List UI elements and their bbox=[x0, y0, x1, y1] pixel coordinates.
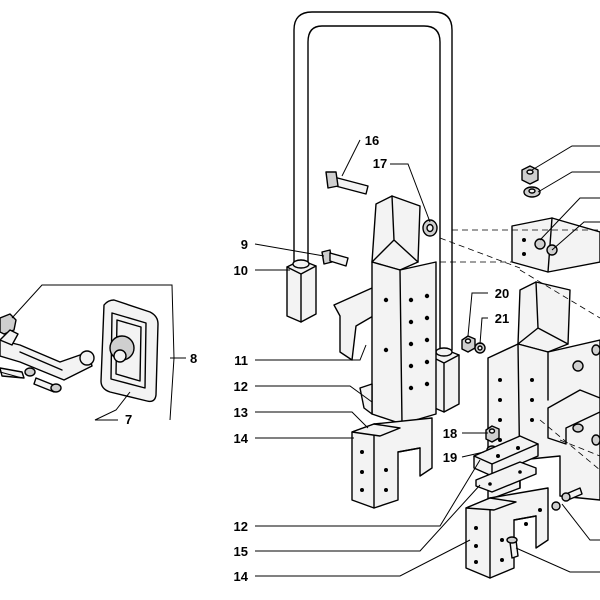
callout-9: 9 bbox=[241, 237, 248, 252]
callout-7: 7 bbox=[125, 412, 132, 427]
callout-17: 17 bbox=[373, 156, 387, 171]
nut-17 bbox=[422, 219, 438, 237]
mirror-assembly bbox=[0, 284, 186, 421]
callout-18: 18 bbox=[443, 426, 457, 441]
callout-16: 16 bbox=[365, 133, 379, 148]
bolts-bottom-right bbox=[506, 487, 583, 559]
clamp-plate-15 bbox=[475, 461, 537, 493]
nut-18 bbox=[485, 425, 500, 443]
bolt-9 bbox=[321, 249, 349, 267]
arm-joint bbox=[79, 350, 95, 366]
callout-14-upper: 14 bbox=[234, 431, 249, 446]
callout-13: 13 bbox=[234, 405, 248, 420]
u-bracket-right bbox=[465, 487, 549, 579]
arm-nut bbox=[0, 313, 17, 335]
callout-15: 15 bbox=[234, 544, 248, 559]
clamp-plate-12 bbox=[473, 435, 539, 477]
vertical-bracket-left bbox=[333, 195, 437, 425]
leader-lines bbox=[254, 139, 600, 577]
callout-11: 11 bbox=[234, 353, 248, 368]
handrail bbox=[286, 11, 460, 413]
callout-labels: 16 17 9 10 8 7 11 12 13 14 20 21 18 19 1… bbox=[125, 133, 509, 584]
nut-stack-right bbox=[521, 165, 541, 198]
arm-bolt-1 bbox=[0, 367, 25, 379]
nuts-20-21 bbox=[461, 335, 486, 354]
u-bracket-left bbox=[351, 417, 433, 509]
mirror-arm bbox=[0, 339, 93, 381]
callout-10: 10 bbox=[234, 263, 248, 278]
callout-21: 21 bbox=[495, 311, 509, 326]
callout-12-lower: 12 bbox=[234, 519, 248, 534]
bolt-16 bbox=[325, 171, 369, 195]
callout-19: 19 bbox=[443, 450, 457, 465]
callout-8: 8 bbox=[190, 351, 197, 366]
callout-20: 20 bbox=[495, 286, 509, 301]
callout-14-lower: 14 bbox=[234, 569, 249, 584]
callout-12-upper: 12 bbox=[234, 379, 248, 394]
